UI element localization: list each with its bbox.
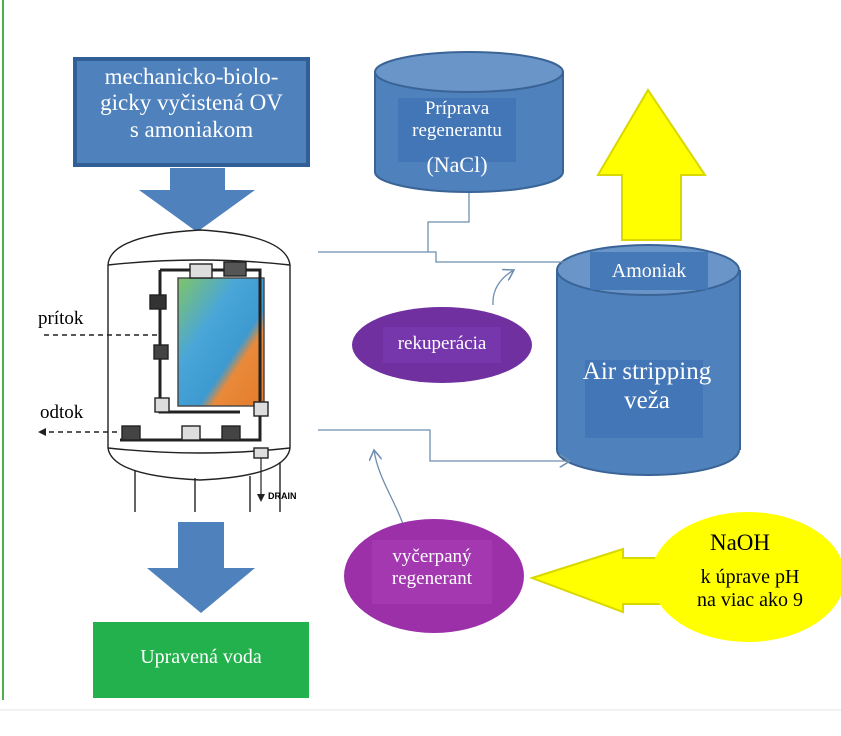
source-box [73, 57, 310, 167]
drain-label: DRAIN [268, 491, 297, 501]
source-box-text: mechanicko-biolo- gicky vyčistená OV s a… [77, 64, 306, 143]
naoh-line-1: NaOH [709, 530, 771, 555]
recovery-label: rekuperácia [397, 333, 487, 354]
inflow-label: prítok [38, 308, 84, 329]
spent-line-2: regenerant [391, 567, 473, 589]
result-box [93, 622, 309, 698]
spent-line-1: vyčerpaný [392, 546, 472, 567]
tower-top-label: Amoniak [611, 260, 687, 282]
result-box-text: Upravená voda [140, 646, 262, 668]
tower-line-2: veža [624, 386, 670, 414]
naoh-ellipse [651, 512, 841, 642]
stripping-tower [556, 244, 741, 476]
source-line-1: mechanicko-biolo- [104, 64, 279, 89]
down-arrow-result-icon [147, 522, 255, 613]
down-arrow-source-icon [139, 168, 255, 232]
tower-line-1: Air stripping [582, 358, 712, 385]
regenerant-tank [374, 51, 564, 193]
naoh-line-2: k úprave pH [700, 566, 800, 589]
ion-exchange-vessel [38, 229, 291, 512]
outflow-label: odtok [40, 402, 84, 423]
spent-regenerant-text: vyčerpaný regenerant [372, 546, 492, 590]
naoh-left-arrow-icon [528, 547, 669, 614]
source-line-2: gicky vyčistená OV [100, 90, 283, 116]
source-line-3: s amoniakom [129, 116, 254, 142]
regenerant-line-1: Príprava [424, 98, 490, 119]
flow-lines [318, 193, 570, 528]
tower-main-text: Air stripping veža [562, 358, 732, 416]
regenerant-line-2: regenerantu [412, 119, 502, 141]
regenerant-tank-text: Príprava regenerantu (NaCl) [398, 98, 516, 177]
ammonia-up-arrow-icon [596, 88, 707, 241]
naoh-text: NaOH k úprave pH na viac ako 9 [664, 530, 836, 612]
naoh-line-3: na viac ako 9 [696, 589, 804, 612]
regenerant-line-3: (NaCl) [426, 151, 488, 177]
